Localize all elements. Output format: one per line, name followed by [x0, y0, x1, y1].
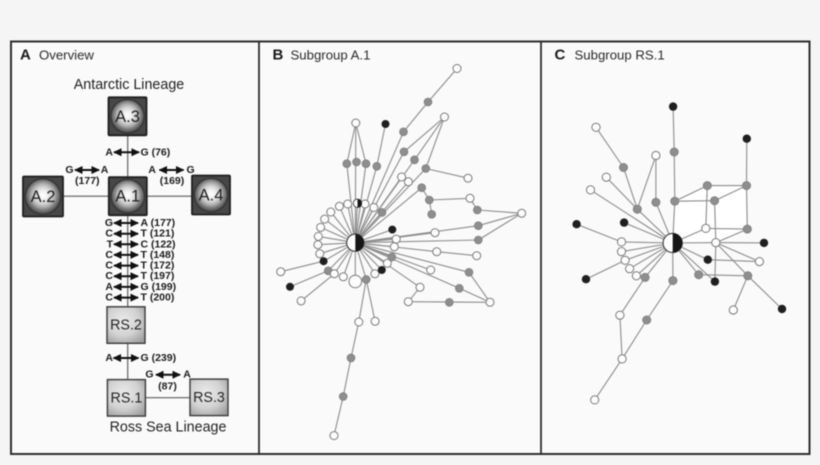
svg-text:A: A [105, 352, 113, 364]
svg-text:T (197): T (197) [141, 270, 175, 282]
svg-text:T: T [107, 238, 114, 250]
svg-text:C: C [555, 46, 566, 63]
svg-text:B: B [273, 46, 284, 63]
svg-text:G: G [105, 217, 113, 229]
svg-text:C: C [105, 249, 113, 261]
svg-text:A: A [105, 281, 113, 293]
svg-text:A: A [148, 164, 156, 176]
svg-text:A: A [105, 146, 113, 158]
svg-text:Subgroup A.1: Subgroup A.1 [291, 48, 371, 63]
svg-text:T (148): T (148) [141, 249, 175, 261]
svg-text:C: C [105, 292, 113, 304]
svg-text:T (200): T (200) [141, 292, 175, 304]
svg-text:A.4: A.4 [199, 187, 224, 205]
svg-text:G (199): G (199) [141, 281, 177, 293]
svg-text:Subgroup RS.1: Subgroup RS.1 [575, 48, 665, 63]
svg-text:(87): (87) [158, 381, 177, 393]
svg-text:A: A [183, 369, 191, 381]
svg-text:RS.2: RS.2 [110, 318, 142, 334]
svg-text:T (172): T (172) [141, 260, 175, 272]
svg-text:T (121): T (121) [141, 228, 175, 240]
svg-text:G (76): G (76) [141, 146, 171, 158]
svg-text:RS.1: RS.1 [111, 390, 143, 406]
svg-text:C: C [105, 228, 113, 240]
svg-text:A: A [101, 164, 109, 176]
svg-text:C (122): C (122) [141, 238, 176, 250]
svg-text:(169): (169) [160, 175, 185, 187]
svg-text:Ross Sea Lineage: Ross Sea Lineage [110, 420, 227, 436]
svg-text:A: A [20, 46, 31, 63]
svg-text:(177): (177) [75, 175, 100, 187]
svg-text:C: C [105, 260, 113, 272]
svg-text:C: C [105, 270, 113, 282]
svg-text:A.2: A.2 [31, 188, 56, 206]
svg-text:G: G [65, 164, 73, 176]
svg-text:A.3: A.3 [115, 108, 140, 126]
svg-text:A (177): A (177) [141, 217, 176, 229]
svg-text:G: G [187, 164, 195, 176]
svg-text:RS.3: RS.3 [193, 390, 225, 406]
svg-text:Overview: Overview [39, 48, 94, 63]
svg-text:A.1: A.1 [115, 188, 140, 206]
svg-text:G (239): G (239) [141, 352, 177, 364]
svg-text:G: G [145, 369, 153, 381]
svg-text:Antarctic Lineage: Antarctic Lineage [74, 77, 185, 93]
